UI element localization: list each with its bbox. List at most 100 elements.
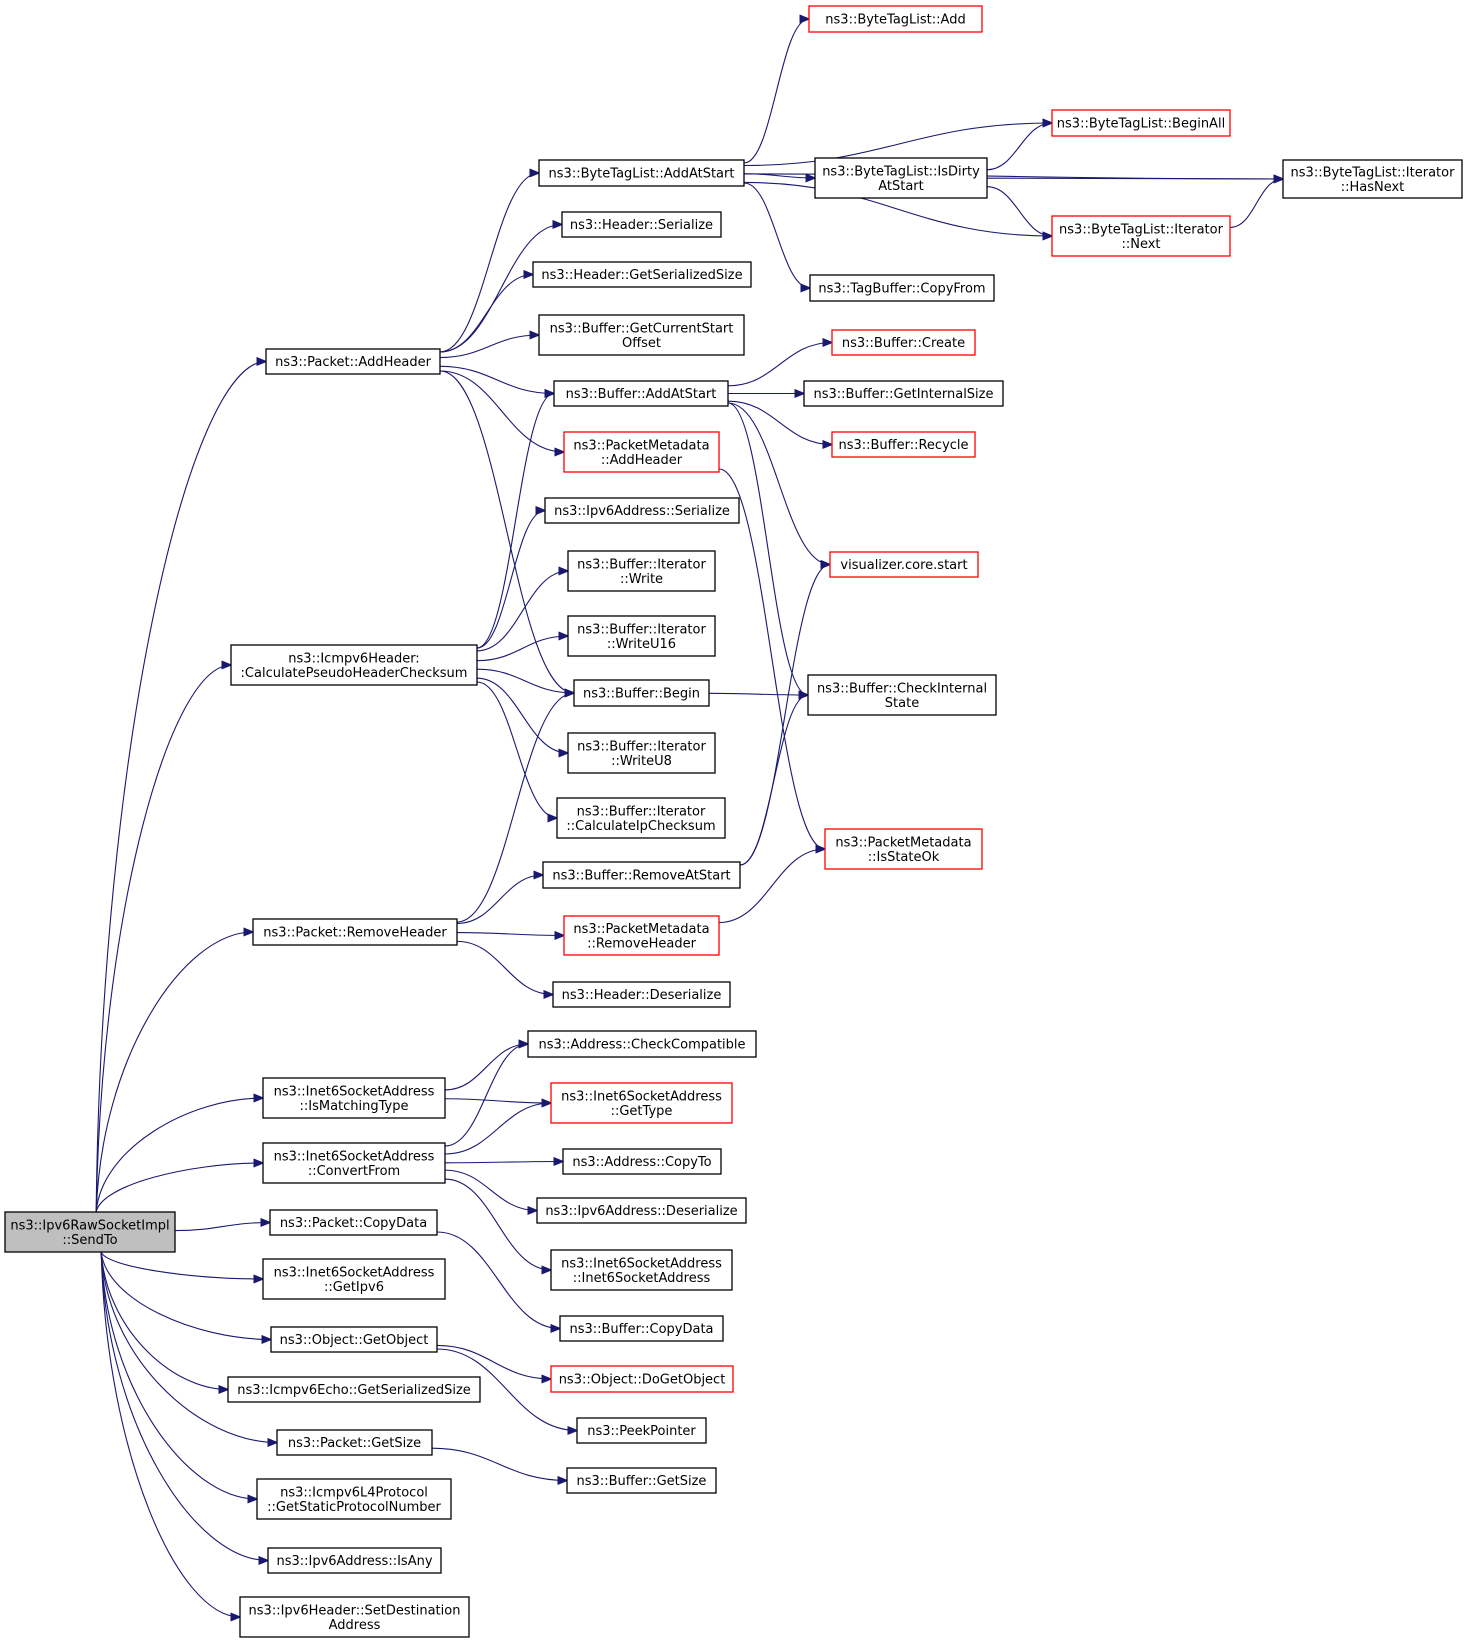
node-ipv6addr_deser[interactable]: ns3::Ipv6Address::Deserialize (536, 1197, 747, 1224)
node-buf_getsize[interactable]: ns3::Buffer::GetSize (566, 1467, 717, 1494)
node-box[interactable] (265, 348, 441, 375)
node-btl_beginall[interactable]: ns3::ByteTagList::BeginAll (1051, 109, 1231, 137)
node-box[interactable] (230, 644, 478, 686)
node-box[interactable] (808, 5, 983, 33)
node-box[interactable] (532, 261, 752, 288)
node-box[interactable] (544, 497, 740, 524)
node-box[interactable] (550, 1082, 733, 1124)
node-pkt_getsize[interactable]: ns3::Packet::GetSize (276, 1429, 433, 1456)
node-box[interactable] (803, 380, 1004, 407)
node-box[interactable] (256, 1478, 452, 1520)
node-root[interactable]: ns3::Ipv6RawSocketImpl::SendTo (4, 1211, 176, 1253)
node-box[interactable] (262, 1142, 446, 1184)
node-box[interactable] (563, 431, 720, 473)
node-box[interactable] (239, 1596, 470, 1638)
node-btl_it_hasnext[interactable]: ns3::ByteTagList::Iterator::HasNext (1282, 159, 1463, 199)
node-buf_copydata[interactable]: ns3::Buffer::CopyData (559, 1315, 724, 1342)
node-pm_addheader[interactable]: ns3::PacketMetadata::AddHeader (563, 431, 720, 473)
node-box[interactable] (556, 797, 726, 839)
node-icmp_cpsh[interactable]: ns3::Icmpv6Header::CalculatePseudoHeader… (230, 644, 478, 686)
node-buf_recycle[interactable]: ns3::Buffer::Recycle (831, 431, 976, 458)
node-buf_begin[interactable]: ns3::Buffer::Begin (573, 679, 710, 707)
node-box[interactable] (562, 1148, 722, 1175)
node-buf_create[interactable]: ns3::Buffer::Create (831, 329, 976, 356)
node-box[interactable] (538, 159, 745, 187)
node-bi_write[interactable]: ns3::Buffer::Iterator::Write (567, 550, 716, 592)
node-box[interactable] (267, 1547, 442, 1574)
node-box[interactable] (550, 1365, 734, 1393)
node-box[interactable] (576, 1417, 707, 1444)
node-btl_addatstart[interactable]: ns3::ByteTagList::AddAtStart (538, 159, 745, 187)
node-i6sa_convertfrom[interactable]: ns3::Inet6SocketAddress::ConvertFrom (262, 1142, 446, 1184)
node-i6sa_gettype[interactable]: ns3::Inet6SocketAddress::GetType (550, 1082, 733, 1124)
node-obj_dogetobject[interactable]: ns3::Object::DoGetObject (550, 1365, 734, 1393)
node-box[interactable] (831, 329, 976, 356)
node-box[interactable] (1051, 109, 1231, 137)
node-btl_add[interactable]: ns3::ByteTagList::Add (808, 5, 983, 33)
node-icmpecho_gss[interactable]: ns3::Icmpv6Echo::GetSerializedSize (227, 1376, 481, 1403)
node-box[interactable] (536, 1197, 747, 1224)
node-box[interactable] (566, 1467, 717, 1494)
node-box[interactable] (269, 1209, 438, 1236)
node-box[interactable] (567, 615, 716, 657)
node-box[interactable] (807, 674, 997, 716)
node-box[interactable] (4, 1211, 176, 1253)
node-box[interactable] (814, 157, 988, 199)
node-box[interactable] (276, 1429, 433, 1456)
node-box[interactable] (553, 380, 729, 407)
node-i6sa_getipv6[interactable]: ns3::Inet6SocketAddress::GetIpv6 (262, 1258, 446, 1300)
node-buf_addatstart[interactable]: ns3::Buffer::AddAtStart (553, 380, 729, 407)
node-box[interactable] (824, 828, 983, 870)
node-pkt_addheader[interactable]: ns3::Packet::AddHeader (265, 348, 441, 375)
node-box[interactable] (559, 1315, 724, 1342)
node-bi_cipc[interactable]: ns3::Buffer::Iterator::CalculateIpChecks… (556, 797, 726, 839)
node-ipv6addr_isany[interactable]: ns3::Ipv6Address::IsAny (267, 1547, 442, 1574)
node-i6sa_ismatching[interactable]: ns3::Inet6SocketAddress::IsMatchingType (262, 1077, 446, 1119)
node-hdr_gss[interactable]: ns3::Header::GetSerializedSize (532, 261, 752, 288)
node-bi_writeu16[interactable]: ns3::Buffer::Iterator::WriteU16 (567, 615, 716, 657)
node-box[interactable] (527, 1030, 757, 1058)
node-box[interactable] (538, 314, 745, 356)
node-box[interactable] (262, 1077, 446, 1119)
node-box[interactable] (829, 551, 979, 578)
node-hdr_deserialize[interactable]: ns3::Header::Deserialize (552, 981, 731, 1008)
node-box[interactable] (1051, 215, 1231, 257)
node-bi_writeu8[interactable]: ns3::Buffer::Iterator::WriteU8 (567, 732, 716, 774)
node-box[interactable] (262, 1258, 446, 1300)
node-ipv6addr_serialize[interactable]: ns3::Ipv6Address::Serialize (544, 497, 740, 524)
node-icmpl4_gspn[interactable]: ns3::Icmpv6L4Protocol::GetStaticProtocol… (256, 1478, 452, 1520)
node-i6sa_ctor[interactable]: ns3::Inet6SocketAddress::Inet6SocketAddr… (550, 1249, 733, 1291)
node-pm_removeheader[interactable]: ns3::PacketMetadata::RemoveHeader (563, 915, 720, 956)
node-box[interactable] (1282, 159, 1463, 199)
node-btl_it_next[interactable]: ns3::ByteTagList::Iterator::Next (1051, 215, 1231, 257)
node-box[interactable] (831, 431, 976, 458)
node-box[interactable] (542, 861, 741, 889)
node-pkt_copydata[interactable]: ns3::Packet::CopyData (269, 1209, 438, 1236)
node-box[interactable] (567, 550, 716, 592)
node-box[interactable] (561, 211, 722, 238)
node-pkt_removeheader[interactable]: ns3::Packet::RemoveHeader (252, 918, 458, 946)
node-box[interactable] (567, 732, 716, 774)
node-addr_checkcompat[interactable]: ns3::Address::CheckCompatible (527, 1030, 757, 1058)
node-buf_removeatstart[interactable]: ns3::Buffer::RemoveAtStart (542, 861, 741, 889)
node-tagbuf_copyfrom[interactable]: ns3::TagBuffer::CopyFrom (809, 274, 995, 302)
node-pm_isstateok[interactable]: ns3::PacketMetadata::IsStateOk (824, 828, 983, 870)
node-addr_copyto[interactable]: ns3::Address::CopyTo (562, 1148, 722, 1175)
node-box[interactable] (227, 1376, 481, 1403)
node-obj_getobject[interactable]: ns3::Object::GetObject (270, 1326, 438, 1353)
node-vis_core_start[interactable]: visualizer.core.start (829, 551, 979, 578)
node-box[interactable] (573, 679, 710, 707)
node-peekpointer[interactable]: ns3::PeekPointer (576, 1417, 707, 1444)
node-hdr_serialize[interactable]: ns3::Header::Serialize (561, 211, 722, 238)
node-box[interactable] (550, 1249, 733, 1291)
node-buf_getinternalsize[interactable]: ns3::Buffer::GetInternalSize (803, 380, 1004, 407)
node-box[interactable] (809, 274, 995, 302)
node-box[interactable] (552, 981, 731, 1008)
node-box[interactable] (252, 918, 458, 946)
node-box[interactable] (270, 1326, 438, 1353)
node-box[interactable] (563, 915, 720, 956)
